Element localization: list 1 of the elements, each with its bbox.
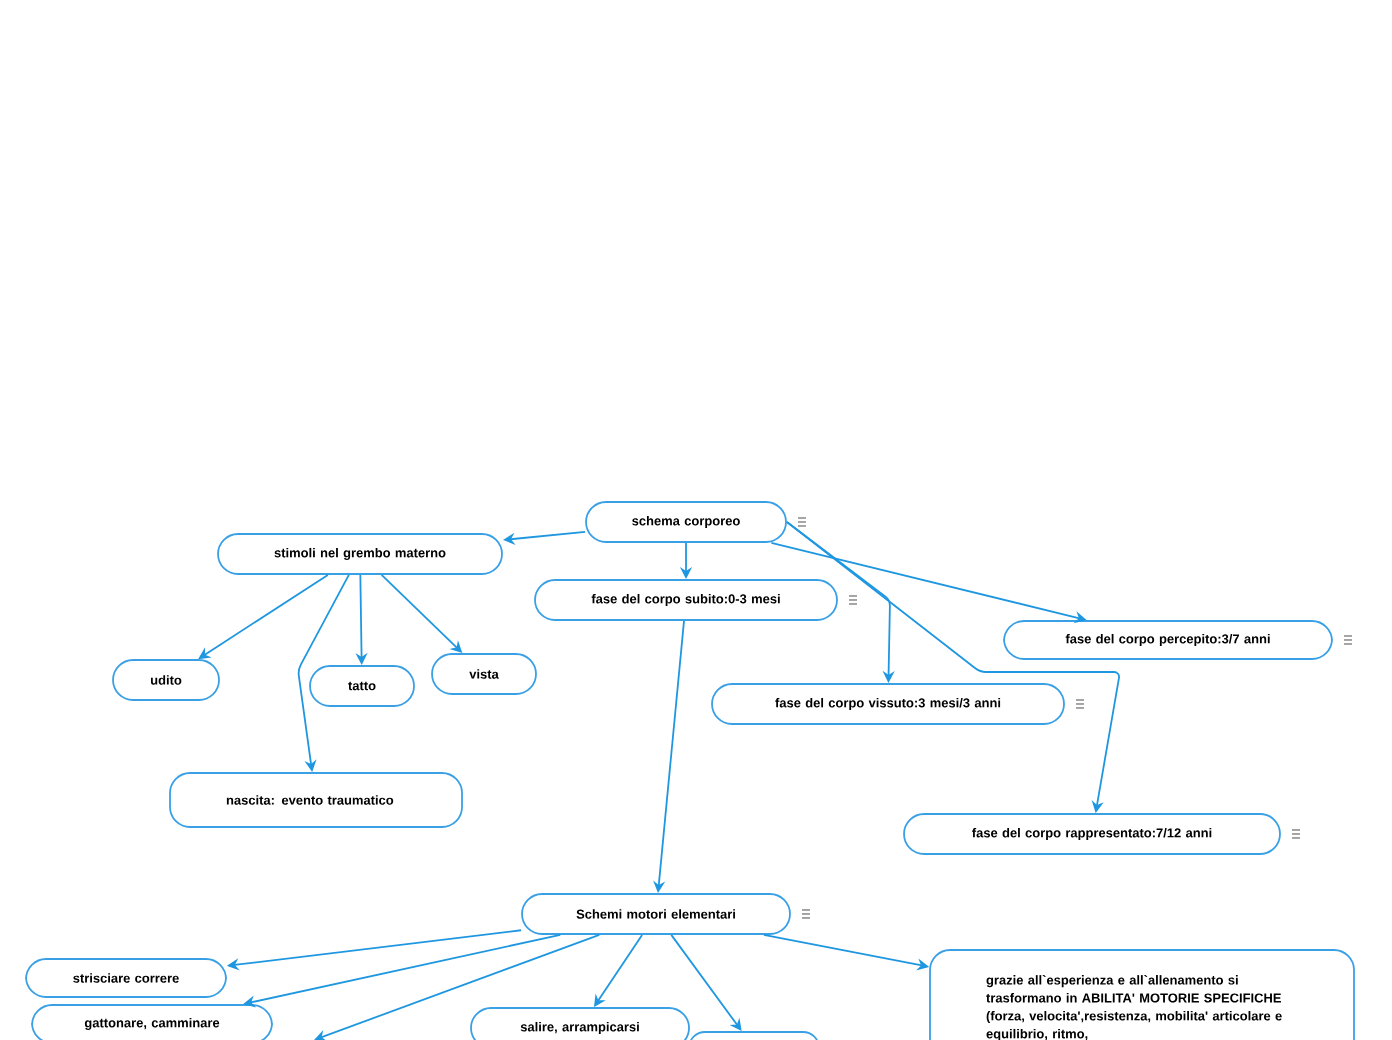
empty-box xyxy=(688,1031,820,1040)
